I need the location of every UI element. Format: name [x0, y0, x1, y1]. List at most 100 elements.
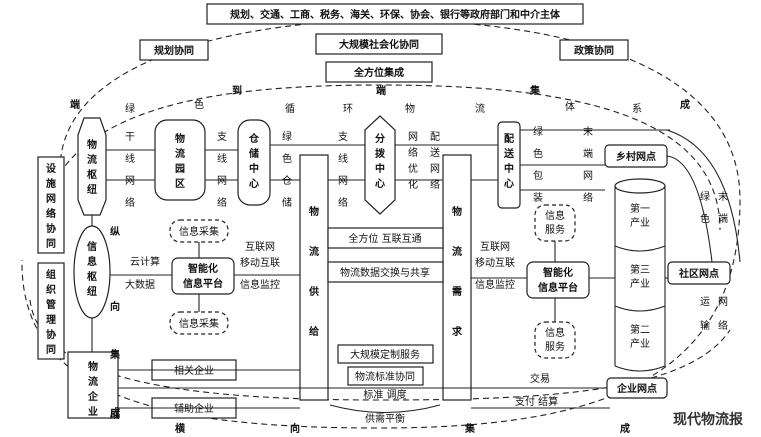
vchar: 企	[87, 390, 99, 403]
vchar: 送	[503, 147, 515, 160]
vchar: 色	[700, 212, 710, 225]
center-top-box-2	[325, 61, 433, 83]
vchar: 络	[430, 178, 440, 191]
vchar: 信	[87, 240, 97, 253]
ind-0-l2: 产业	[630, 216, 650, 229]
vchar: 纽	[87, 183, 97, 196]
vchar: 储	[282, 196, 292, 209]
left-net: 互联网	[245, 241, 275, 253]
vchar: 网	[46, 193, 56, 205]
left-platform-l1: 智能化	[188, 262, 218, 275]
bottom-char-4: 成	[620, 422, 630, 435]
vchar: 线	[125, 152, 135, 165]
mid-text-0: 全方位 互联互通	[348, 232, 421, 245]
right-mobile: 移动互联	[475, 256, 515, 269]
right-service-bottom-l1: 信息	[545, 326, 565, 339]
side-char-2: 集	[109, 348, 121, 361]
vchar: 求	[452, 325, 463, 338]
supply-column-box	[299, 154, 329, 401]
vchar: 网	[125, 175, 135, 187]
warehouse-box	[237, 119, 271, 206]
vchar: 同	[46, 238, 56, 250]
vchar: 织	[46, 283, 56, 296]
vchar: 中	[249, 162, 259, 175]
vchar: 物	[175, 132, 185, 145]
vchar: 流	[87, 153, 97, 166]
vchar: 线	[338, 152, 348, 165]
left-bigdata: 大数据	[125, 278, 155, 291]
bottom-char-1: 横	[175, 422, 186, 435]
ind-2-l1: 第二	[630, 323, 650, 336]
logistics-hub-shape	[77, 117, 107, 216]
vchar: 络	[408, 146, 418, 159]
green-char-2: 循	[285, 102, 295, 115]
bottom-char-0: 成	[110, 408, 120, 421]
vchar: 流	[175, 147, 185, 160]
right-label-text: 政策协同	[574, 44, 614, 57]
sorting-center-shape	[364, 115, 396, 215]
vchar: 物	[87, 138, 97, 151]
side-char-3: 成	[110, 406, 120, 419]
green-char-3: 环	[343, 104, 353, 115]
vchar: 协	[46, 328, 56, 341]
vchar: 络	[125, 196, 135, 209]
community-box	[667, 261, 731, 285]
left-platform-l2: 信息平台	[183, 277, 223, 290]
vchar: 中	[375, 162, 385, 175]
left-label-box	[139, 39, 209, 61]
left-monitor: 信息监控	[240, 278, 280, 291]
vchar: 枢	[87, 168, 97, 181]
vchar: 纽	[87, 285, 97, 298]
right-service-bottom-l2: 服务	[545, 340, 565, 353]
vchar: 色	[282, 152, 292, 165]
logistics-enterprise-box	[67, 351, 119, 419]
mid-box-3	[347, 366, 424, 386]
mid-bottom-0: 标准 调度	[363, 388, 406, 401]
green-char-0: 绿	[125, 102, 135, 115]
outer-char-1: 到	[232, 84, 242, 97]
mid-text-3: 物流标准协同	[355, 370, 415, 383]
vchar: 末	[718, 190, 728, 203]
vchar: 中	[504, 162, 514, 175]
bottom-dashed-arc	[29, 299, 731, 401]
bottom-char-2: 向	[290, 422, 300, 435]
top-banner-box	[206, 3, 584, 25]
vchar: 物	[309, 205, 319, 218]
ind-0-l1: 第一	[630, 202, 650, 215]
vchar: 给	[309, 325, 319, 338]
mid-box-1	[327, 261, 444, 283]
mid-text-1: 物流数据交换与共享	[340, 266, 430, 279]
green-char-4: 物	[405, 102, 415, 115]
vchar: 送	[430, 146, 440, 159]
vchar: 枢	[87, 270, 97, 283]
vchar: 配	[504, 133, 514, 145]
green-char-1: 色	[194, 98, 204, 111]
left-collect-bottom-text: 信息采集	[179, 317, 219, 330]
industry-cylinder	[614, 178, 666, 372]
left-mobile: 移动互联	[240, 256, 280, 269]
vchar: 设	[46, 162, 56, 175]
mid-box-0	[327, 227, 444, 249]
vchar: 供	[308, 285, 319, 298]
vchar: 化	[408, 178, 418, 191]
left-collect-top-text: 信息采集	[179, 225, 219, 238]
vchar: 输	[700, 319, 710, 332]
vchar: 仓	[248, 132, 260, 145]
outer-char-4: 成	[680, 98, 690, 111]
vchar: 仓	[282, 174, 292, 187]
left-collect-top	[169, 219, 229, 243]
vchar: 物	[88, 360, 98, 373]
vchar: 储	[248, 147, 259, 160]
vchar: 色	[533, 147, 543, 160]
vchar: 绿	[533, 125, 543, 138]
